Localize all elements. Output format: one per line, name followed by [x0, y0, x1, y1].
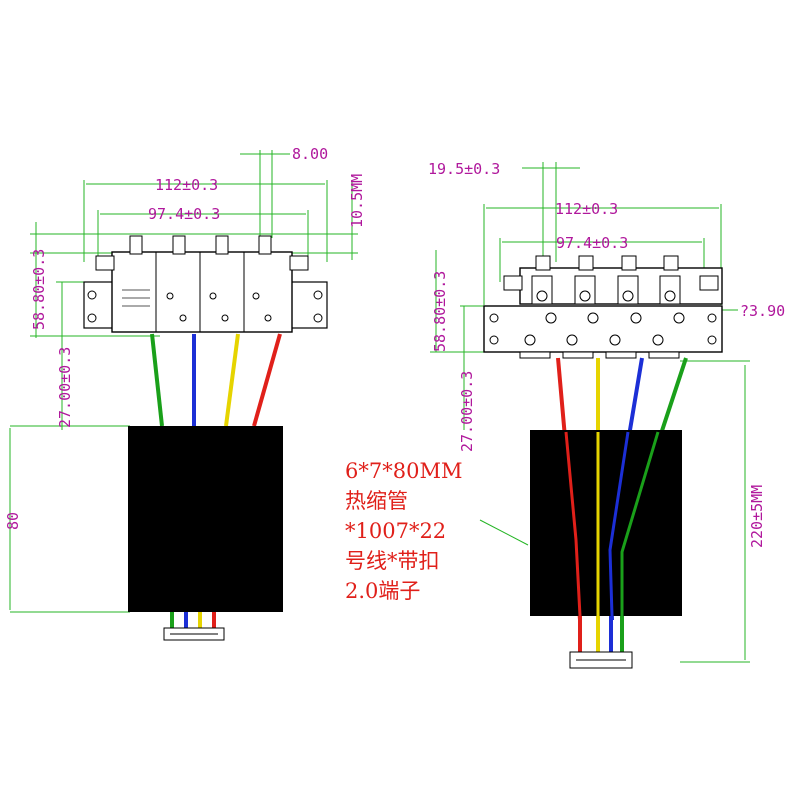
- right-valve-block: [483, 255, 723, 359]
- left-overall-width: 112±0.3: [155, 176, 218, 194]
- right-height-dimension: 58.80±0.3: [431, 271, 449, 352]
- note-line-1: 6*7*80MM: [345, 459, 462, 483]
- spec-note: 6*7*80MM 热缩管 *1007*22 号线*带扣 2.0端子: [345, 459, 462, 603]
- note-line-2: 热缩管: [345, 489, 408, 513]
- right-overall-width: 112±0.3: [555, 200, 618, 218]
- left-lower-dimension: 27.00±0.3: [56, 347, 74, 428]
- right-wire-tails: [578, 616, 624, 652]
- left-top-dimension: 8.00: [292, 145, 328, 163]
- left-wire-tails: [170, 612, 216, 630]
- right-wires-in-sleeve: [564, 431, 660, 617]
- right-lower-dimension: 27.00±0.3: [458, 371, 476, 452]
- left-heat-shrink-sleeve: [128, 426, 283, 612]
- right-heat-shrink-sleeve: [530, 430, 682, 616]
- left-dimension-lines: [9, 150, 358, 613]
- left-sleeve-length: 80: [4, 512, 22, 530]
- right-pitch-width: 97.4±0.3: [556, 234, 628, 252]
- left-height-dimension: 58.80±0.3: [30, 249, 48, 330]
- note-line-5: 2.0端子: [345, 579, 420, 603]
- note-line-3: *1007*22: [345, 519, 446, 543]
- left-wires: [150, 333, 282, 427]
- right-view: 19.5±0.3 112±0.3 97.4±0.3 ?3.90 58.80±0.…: [428, 160, 785, 669]
- right-hole-diameter: ?3.90: [740, 302, 785, 320]
- right-total-length: 220±5MM: [748, 485, 766, 548]
- left-pitch-width: 97.4±0.3: [148, 205, 220, 223]
- left-side-dimension: 10.5MM: [348, 174, 366, 228]
- left-view: 112±0.3 97.4±0.3 8.00 10.5MM 58.80±0.3 2…: [4, 145, 366, 641]
- note-line-4: 号线*带扣: [345, 549, 440, 573]
- right-offset-dimension: 19.5±0.3: [428, 160, 500, 178]
- left-valve-block: [83, 235, 328, 333]
